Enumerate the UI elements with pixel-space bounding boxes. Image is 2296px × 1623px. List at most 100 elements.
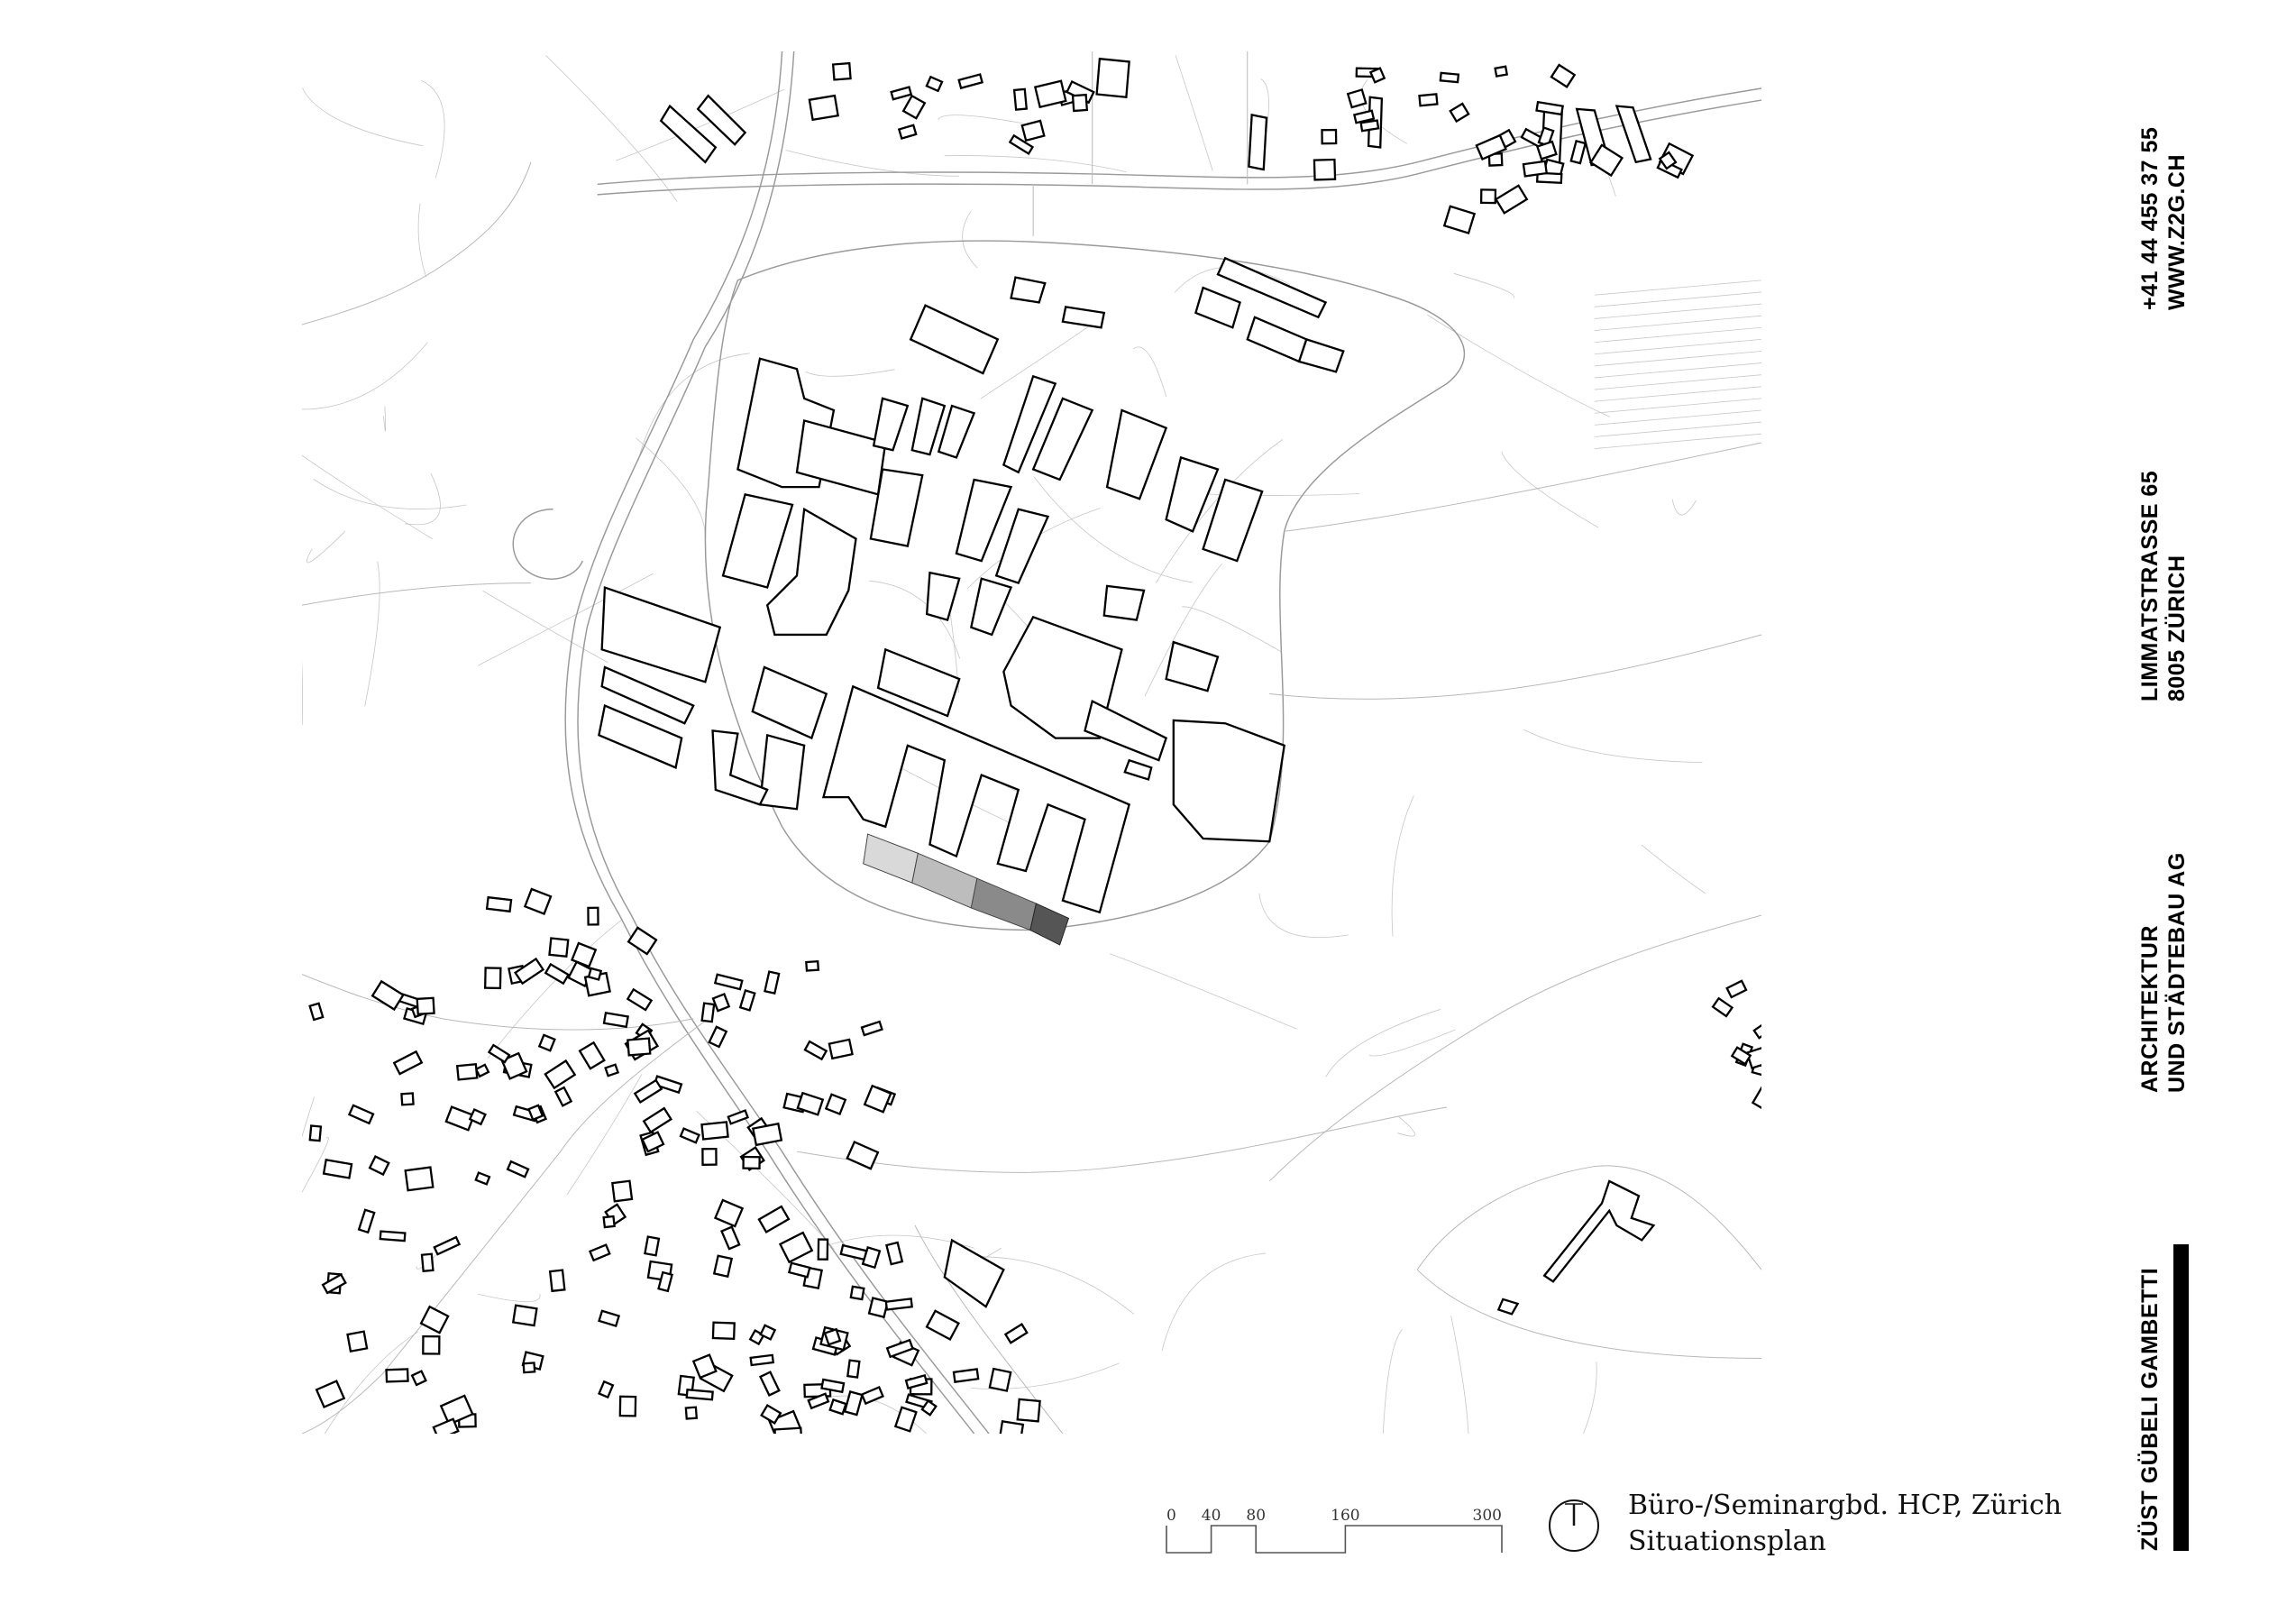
house — [998, 1420, 1025, 1434]
house — [641, 1131, 665, 1153]
house — [548, 937, 570, 958]
field-line — [302, 1137, 329, 1193]
house — [523, 887, 553, 915]
house — [571, 941, 598, 968]
roads — [302, 51, 1761, 1434]
field-line — [417, 203, 427, 278]
profession-line2: UND STÄDTEBAU AG — [2164, 852, 2190, 1093]
house — [468, 1107, 487, 1126]
house — [823, 1327, 842, 1346]
house — [757, 1205, 791, 1234]
plan-subtitle: Situationsplan — [1628, 1526, 1826, 1557]
field-line — [482, 590, 608, 664]
field-line — [1594, 280, 1761, 296]
house — [805, 959, 820, 972]
house — [544, 962, 571, 986]
house — [778, 1231, 814, 1264]
field-line — [1391, 795, 1414, 937]
field-line — [785, 150, 960, 177]
house — [808, 94, 839, 122]
house — [522, 1362, 536, 1374]
field-line — [1523, 729, 1703, 764]
house — [863, 1084, 892, 1114]
house — [1479, 188, 1497, 205]
house — [846, 1359, 861, 1379]
house — [1033, 79, 1067, 109]
field-line — [615, 88, 785, 161]
house — [315, 1380, 346, 1409]
field-line — [1594, 351, 1761, 367]
house — [749, 1353, 775, 1367]
house — [824, 1093, 847, 1115]
buildings — [598, 57, 1656, 1316]
house — [1522, 160, 1549, 178]
field-line — [971, 1362, 1120, 1389]
house — [1353, 109, 1376, 124]
house — [474, 1063, 490, 1078]
house — [1439, 71, 1460, 84]
field-line — [421, 79, 445, 179]
profession-line1: ARCHITEKTUR — [2137, 924, 2163, 1093]
house — [988, 1367, 1012, 1392]
project-segment — [863, 833, 919, 884]
house — [679, 1127, 700, 1144]
house — [485, 895, 513, 913]
field-line — [1594, 433, 1761, 449]
house — [527, 1104, 544, 1122]
house — [1003, 1323, 1029, 1344]
house — [893, 1406, 918, 1433]
house — [1711, 996, 1734, 1018]
field-line — [306, 530, 346, 564]
house — [602, 1215, 616, 1229]
house — [1016, 1398, 1041, 1423]
house — [514, 957, 545, 986]
house — [602, 1011, 629, 1029]
house — [487, 1043, 511, 1064]
house — [1535, 171, 1563, 185]
house — [843, 1390, 864, 1417]
house — [1658, 151, 1678, 170]
field-line — [938, 115, 1023, 124]
field-line — [302, 1096, 316, 1138]
house — [500, 1051, 528, 1080]
house — [1321, 128, 1338, 145]
house — [901, 94, 927, 120]
house — [1071, 93, 1089, 113]
house — [860, 1386, 884, 1406]
house — [831, 61, 852, 81]
house — [657, 1270, 673, 1293]
house — [1346, 88, 1368, 109]
house — [578, 1041, 606, 1070]
field-line — [302, 342, 428, 410]
house — [1730, 1046, 1752, 1066]
house — [433, 1235, 462, 1256]
field-line — [869, 580, 961, 659]
field-boundaries — [302, 55, 1761, 1434]
field-line — [1594, 421, 1761, 437]
house — [511, 1304, 538, 1327]
house — [700, 1002, 716, 1023]
field-line — [636, 437, 706, 539]
field-line — [313, 479, 467, 509]
house — [410, 1370, 427, 1387]
house — [708, 1025, 728, 1049]
firm-website[interactable]: WWW.Z2G.CH — [2164, 153, 2190, 310]
field-line — [1368, 1029, 1456, 1057]
house — [839, 1243, 868, 1261]
house — [897, 124, 918, 140]
house — [419, 1305, 450, 1334]
house — [1359, 119, 1380, 133]
house — [1368, 67, 1386, 84]
field-line — [302, 87, 424, 147]
house — [867, 1297, 890, 1319]
house — [952, 1368, 980, 1383]
firm-name: ZÜST GÜBELI GAMBETTI — [2136, 1241, 2163, 1551]
house — [1589, 143, 1624, 178]
house — [1449, 102, 1470, 124]
field-line — [1594, 398, 1761, 414]
house — [537, 1033, 556, 1052]
house — [1442, 205, 1477, 234]
field-line — [1671, 499, 1697, 516]
house — [1535, 140, 1558, 160]
house — [346, 1330, 369, 1353]
